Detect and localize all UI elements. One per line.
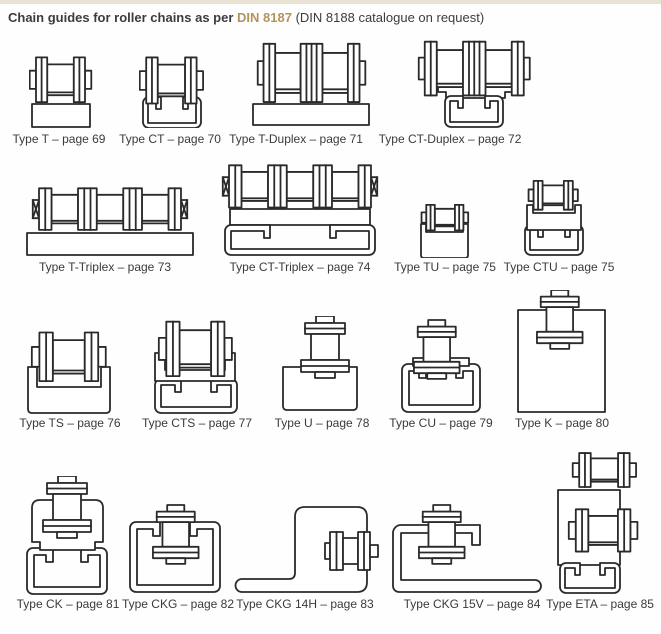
chain-icon	[528, 180, 579, 211]
chain-icon	[32, 187, 188, 231]
type-t-triplex-drawing	[26, 187, 194, 257]
chain-icon	[222, 164, 378, 209]
type-ct-duplex-drawing	[417, 40, 531, 128]
l-bracket-body	[393, 525, 541, 592]
type-ckg-15v-drawing	[391, 504, 547, 595]
type-t-drawing	[29, 56, 92, 128]
caption-type-ck: Type CK – page 81	[16, 597, 120, 611]
caption-type-ct-triplex: Type CT-Triplex – page 74	[229, 260, 371, 274]
caption-type-k: Type K – page 80	[514, 416, 610, 430]
caption-type-eta: Type ETA – page 85	[546, 597, 654, 611]
chain-icon	[572, 452, 637, 488]
caption-type-ct-duplex: Type CT-Duplex – page 72	[378, 132, 522, 146]
type-k-drawing	[516, 290, 606, 414]
title-note: (DIN 8188 catalogue on request)	[295, 10, 485, 25]
type-ck-drawing	[25, 476, 109, 596]
caption-type-t-duplex: Type T-Duplex – page 71	[229, 132, 363, 146]
chain-icon	[256, 43, 367, 103]
type-tu-drawing	[418, 204, 472, 258]
c-channel-profile	[155, 379, 237, 413]
page-title: Chain guides for roller chains as per DI…	[8, 10, 484, 25]
chain-icon	[29, 56, 92, 103]
chain-side-icon	[324, 531, 379, 571]
type-ts-drawing	[27, 331, 111, 415]
caption-type-ckg: Type CKG – page 82	[121, 597, 235, 611]
caption-type-cu: Type CU – page 79	[389, 416, 493, 430]
caption-type-ckg-14h: Type CKG 14H – page 83	[236, 597, 374, 611]
chain-icon	[139, 56, 204, 105]
type-cts-drawing	[153, 320, 239, 414]
type-ckg-drawing	[128, 504, 222, 595]
caption-type-tu: Type TU – page 75	[394, 260, 496, 274]
c-channel-profile	[27, 548, 107, 594]
flat-base-bar	[253, 104, 369, 125]
chain-side-icon	[413, 319, 461, 380]
c-channel-profile	[445, 96, 503, 127]
chain-side-icon	[300, 316, 350, 379]
caption-type-ctu: Type CTU – page 75	[503, 260, 615, 274]
c-channel-profile	[402, 364, 480, 412]
title-main: Chain guides for roller chains as per	[8, 10, 234, 25]
caption-type-ts: Type TS – page 76	[19, 416, 121, 430]
type-u-drawing	[281, 316, 359, 412]
deep-channel-profile	[130, 522, 220, 592]
caption-type-u: Type U – page 78	[274, 416, 370, 430]
mounting-plate	[230, 209, 370, 225]
chain-icon	[158, 320, 233, 377]
c-channel-profile	[525, 225, 583, 255]
din-standard-ref: DIN 8187	[237, 10, 292, 25]
type-ckg-14h-drawing	[233, 505, 379, 595]
caption-type-ckg-15v: Type CKG 15V – page 84	[403, 597, 541, 611]
chain-icon	[421, 204, 469, 231]
page-top-band	[0, 0, 661, 4]
caption-type-t: Type T – page 69	[12, 132, 106, 146]
type-ct-triplex-drawing	[222, 164, 378, 256]
c-channel-profile	[225, 225, 375, 255]
flat-base-bar	[27, 233, 193, 255]
caption-type-cts: Type CTS – page 77	[141, 416, 253, 430]
type-ct-drawing	[139, 56, 204, 128]
caption-type-t-triplex: Type T-Triplex – page 73	[38, 260, 172, 274]
type-eta-drawing	[556, 452, 639, 596]
type-t-duplex-drawing	[252, 43, 370, 126]
slotted-guide-block	[28, 367, 110, 413]
c-channel-profile	[143, 97, 201, 128]
type-cu-drawing	[400, 319, 482, 414]
chain-icon	[31, 331, 107, 382]
c-channel-profile	[560, 563, 620, 593]
u-guide-block	[421, 224, 468, 258]
type-ctu-drawing	[523, 180, 585, 256]
flat-base-bar	[32, 104, 90, 127]
chain-icon	[417, 40, 531, 97]
chain-icon	[568, 508, 639, 553]
chain-side-icon	[418, 504, 466, 565]
caption-type-ct: Type CT – page 70	[119, 132, 221, 146]
